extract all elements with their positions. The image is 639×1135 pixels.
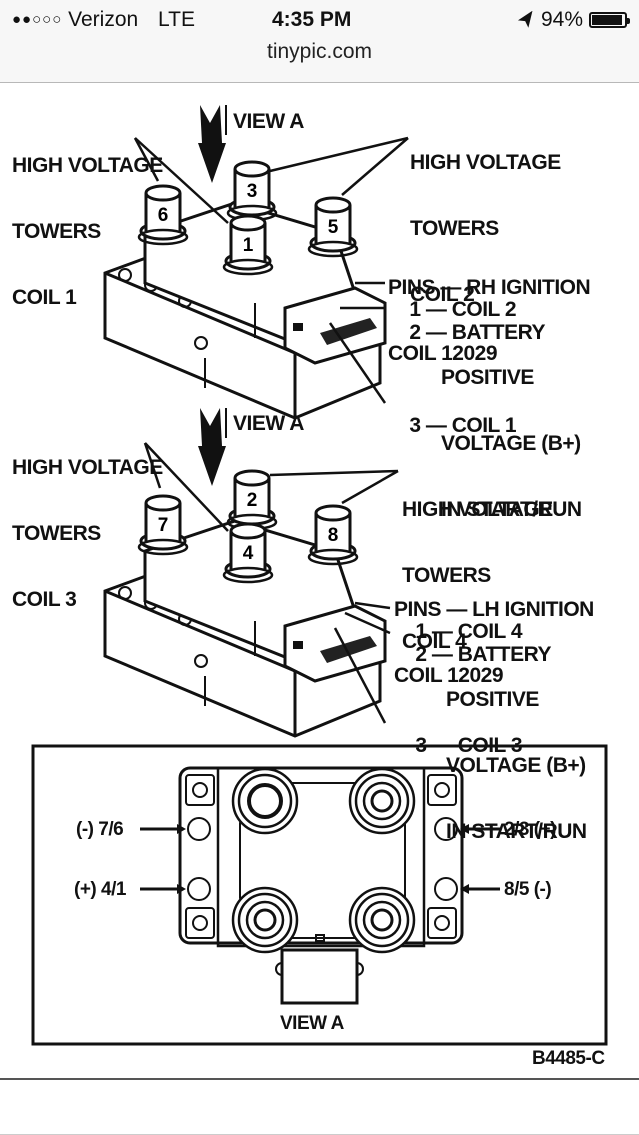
label-line: HIGH VOLTAGE [12,154,163,177]
pin-number: 3 [409,414,421,437]
clock: 4:35 PM [272,8,352,31]
label-line: IN START/RUN [446,820,587,843]
lh-view-a-label: VIEW A [233,412,304,435]
label-line: TOWERS [12,522,101,545]
label-line: COIL 12029 [394,664,504,687]
label-line: TOWERS [410,217,499,240]
carrier-name: Verizon [68,8,139,31]
network-type: LTE [158,8,196,31]
rh-view-a-label: VIEW A [233,110,304,133]
label-line: HIGH VOLTAGE [402,498,553,521]
lh-pin-3: 3 — COIL 3 [415,734,523,757]
label-line: HIGH VOLTAGE [410,151,561,174]
status-bar: ●●○○○ Verizon LTE 4:35 PM 94% tinypic.co… [0,0,639,83]
tower-6-label: 6 [158,205,169,226]
address-bar-url[interactable]: tinypic.com [266,40,373,63]
diagram-image: 6 3 1 5 7 2 4 8 [0,83,639,1073]
pin-number: 1 [409,298,421,321]
label-line: PINS — RH IGNITION [388,276,591,299]
image-bottom-border [0,1078,639,1080]
label-line: COIL 4 [402,630,467,653]
label-line: VOLTAGE (B+) [441,432,581,455]
view-a-panel [31,744,608,1046]
battery-icon [589,12,630,28]
tower-2-label: 2 [247,490,258,511]
tower-1-label: 1 [243,235,254,256]
rh-pins-title: PINS — RH IGNITION COIL 12029 [388,233,591,409]
pin-desc: COIL 1 [451,414,517,437]
tower-8-label: 8 [328,525,339,546]
carrier-info: ●●○○○ Verizon LTE [12,8,195,32]
label-line: COIL 1 [12,286,77,309]
label-line: POSITIVE [446,688,539,711]
tower-5-label: 5 [328,217,339,238]
label-line: VOLTAGE (B+) [446,754,586,777]
tower-4-label: 4 [243,543,254,564]
coil-diagram-graphics: 6 3 1 5 7 2 4 8 [31,105,608,1046]
pin-desc: BATTERY [457,643,552,666]
pin-desc: COIL 3 [457,734,523,757]
view-a-arrow-icon [198,105,227,183]
rh-coil2-towers-label: HIGH VOLTAGE TOWERS COIL 2 [410,108,561,350]
rh-pin-2: 2 — BATTERY [409,321,546,344]
lh-leader-lines [143,442,399,724]
signal-strength-icon: ●●○○○ [12,11,63,28]
label-line: PINS — LH IGNITION [394,598,594,621]
pin-desc: COIL 4 [457,620,523,643]
label-line: HIGH VOLTAGE [12,456,163,479]
lh-coil4-towers-label: HIGH VOLTAGE TOWERS COIL 4 [402,455,553,697]
label-line: IN START/RUN [441,498,582,521]
label-line: COIL 12029 [388,342,498,365]
rh-leader-lines [133,136,409,404]
battery-percent: 94% [540,8,583,31]
view-a-arrow-icon [198,408,227,486]
page-blank-area [0,1080,639,1135]
rh-pin-2-desc: POSITIVE VOLTAGE (B+) IN START/RUN [441,323,582,565]
pin-number: 2 [409,321,421,344]
figure-id: B4485-C [532,1048,605,1069]
pin-number: 2 [415,643,427,666]
view-a-right-bottom-label: 8/5 (-) [504,879,552,900]
lh-pin-2-desc: POSITIVE VOLTAGE (B+) IN START/RUN [446,645,587,887]
tower-7-label: 7 [158,515,169,536]
label-line: COIL 2 [410,283,475,306]
lh-pin-1: 1 — COIL 4 [415,620,523,643]
rh-coil1-towers-label: HIGH VOLTAGE TOWERS COIL 1 [12,111,163,353]
lh-pin-2: 2 — BATTERY [415,643,552,666]
pin-number: 3 [415,734,427,757]
label-line: POSITIVE [441,366,534,389]
pin-number: 1 [415,620,427,643]
tower-3-label: 3 [247,181,258,202]
lh-coil3-towers-label: HIGH VOLTAGE TOWERS COIL 3 [12,413,163,655]
label-line: TOWERS [12,220,101,243]
view-a-right-top-label: 2/3 (+) [504,819,556,840]
pin-desc: COIL 2 [451,298,517,321]
label-line: TOWERS [402,564,491,587]
location-arrow-icon [517,11,533,28]
view-a-left-bottom-label: (+) 4/1 [74,879,126,900]
view-a-left-top-label: (-) 7/6 [76,819,124,840]
rh-pin-3: 3 — COIL 1 [409,414,517,437]
rh-pin-1: 1 — COIL 2 [409,298,517,321]
lh-pins-title: PINS — LH IGNITION COIL 12029 [394,555,594,731]
view-a-caption: VIEW A [280,1013,344,1034]
pin-desc: BATTERY [451,321,546,344]
label-line: COIL 3 [12,588,77,611]
